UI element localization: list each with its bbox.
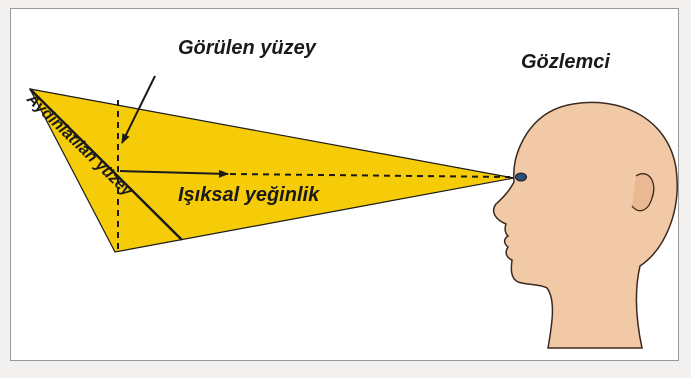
observer-eye bbox=[516, 173, 527, 181]
luminous-intensity-label: Işıksal yeğinlik bbox=[178, 184, 320, 206]
observer-label: Gözlemci bbox=[521, 51, 610, 73]
visible-surface-label: Görülen yüzey bbox=[178, 37, 317, 59]
observer-head bbox=[494, 102, 678, 348]
